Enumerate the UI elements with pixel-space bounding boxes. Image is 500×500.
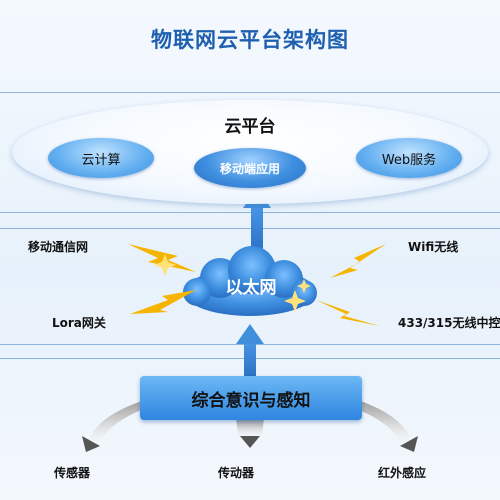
fan-right-icon: [348, 398, 418, 452]
ethernet-cloud-shape: [183, 246, 317, 316]
fan-middle-icon: [236, 418, 264, 448]
cloud-computing-node: 云计算: [48, 138, 154, 178]
mobile-app-node: 移动端应用: [194, 148, 306, 188]
lora-label: Lora网关: [52, 316, 106, 330]
web-service-node: Web服务: [356, 138, 462, 178]
actuator-label: 传动器: [218, 466, 255, 480]
bolt-rf-icon: [316, 300, 380, 326]
perception-box: 综合意识与感知: [140, 376, 362, 420]
cloud-platform-label: 云平台: [224, 117, 276, 137]
fan-left-icon: [82, 398, 152, 452]
arrow-perception-to-ethernet: [236, 324, 264, 376]
divider-cloud-bottom: [0, 212, 500, 213]
divider-network-top: [0, 228, 500, 229]
bolt-mobile-icon: [128, 244, 196, 272]
mobile-comm-label: 移动通信网: [28, 240, 89, 254]
sensor-label: 传感器: [54, 466, 91, 480]
sparkles: [154, 254, 311, 312]
wifi-label: Wifi无线: [408, 240, 459, 254]
rf433-label: 433/315无线中控: [398, 316, 500, 330]
ethernet-label: 以太网: [225, 277, 277, 298]
bolt-wifi-icon: [330, 244, 386, 278]
divider-top: [0, 92, 500, 93]
diagram-title: 物联网云平台架构图: [151, 28, 349, 52]
lightning-bolts: [128, 244, 386, 326]
bolt-lora-icon: [130, 290, 196, 314]
infrared-label: 红外感应: [378, 466, 427, 480]
